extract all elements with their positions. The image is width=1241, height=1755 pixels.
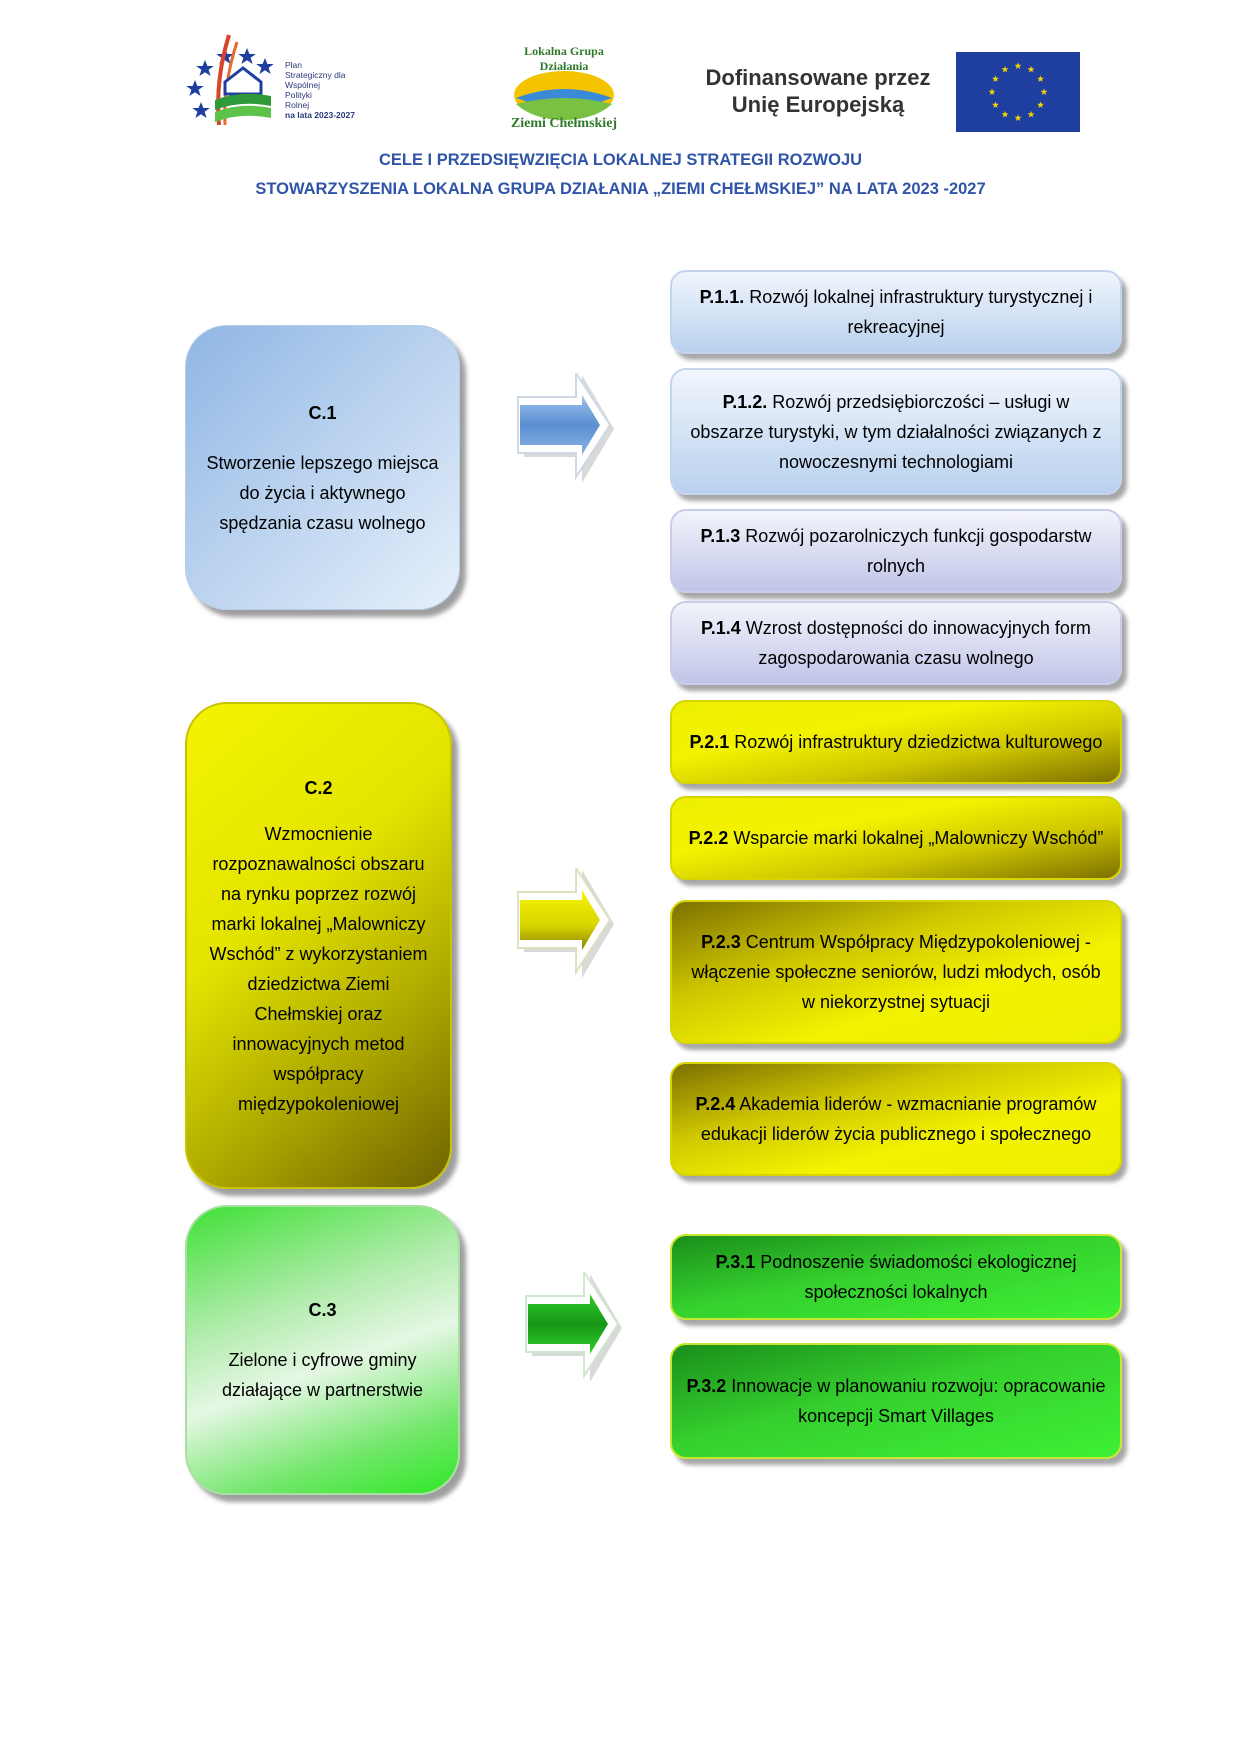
psp-line: Strategiczny dla [285,70,346,80]
psp-emblem-icon [186,34,274,126]
project-text: P.3.2 Innowacje w planowaniu rozwoju: op… [686,1371,1106,1431]
lgd-bottom-text: Ziemi Chełmskiej [510,116,618,131]
project-p11: P.1.1. Rozwój lokalnej infrastruktury tu… [670,270,1122,354]
project-description: Akademia liderów - wzmacnianie programów… [700,1094,1097,1144]
eu-star-icon [992,75,999,82]
eu-star-icon [1040,88,1048,95]
eu-star-icon [1037,75,1044,82]
project-p22: P.2.2 Wsparcie marki lokalnej „Malownicz… [670,796,1122,880]
psp-line: Rolnej [285,100,310,110]
project-code: P.1.1. [699,287,745,307]
eu-star-icon [992,101,999,108]
eu-star-icon [1001,65,1009,73]
page-title-line-1: CELE I PRZEDSIĘWZIĘCIA LOKALNEJ STRATEGI… [378,151,863,169]
lgd-emblem-icon [514,71,614,120]
eu-star-icon [1027,65,1035,73]
project-description: Centrum Współpracy Międzypokoleniowej - … [691,932,1101,1012]
eu-star-icon [988,88,996,95]
project-text: P.2.3 Centrum Współpracy Międzypokolenio… [686,927,1106,1017]
project-text: P.1.3 Rozwój pozarolniczych funkcji gosp… [686,521,1106,581]
project-p12: P.1.2. Rozwój przedsiębiorczości – usług… [670,368,1122,495]
project-code: P.1.3 [700,526,741,546]
goal-code: C.2 [304,777,333,798]
psp-logo-text: Plan Strategiczny dla Wspólnej Polityki … [285,60,385,120]
project-p31: P.3.1 Podnoszenie świadomości ekologiczn… [670,1234,1122,1320]
goal-c2: C.2 Wzmocnienie rozpoznawalności obszaru… [185,702,452,1189]
project-code: P.2.3 [701,932,741,952]
lgd-logo: Lokalna Grupa Działania Ziemi Chełmskiej [494,40,634,135]
eu-star-icon [1014,62,1022,69]
project-text: P.2.1 Rozwój infrastruktury dziedzictwa … [690,727,1103,757]
project-text: P.1.2. Rozwój przedsiębiorczości – usług… [686,387,1106,477]
project-p21: P.2.1 Rozwój infrastruktury dziedzictwa … [670,700,1122,784]
eu-star-icon [1014,114,1022,121]
eu-star-icon [1037,101,1044,108]
lgd-arc-text: Lokalna Grupa Działania [524,44,604,73]
project-p23: P.2.3 Centrum Współpracy Międzypokolenio… [670,900,1122,1044]
project-description: Rozwój pozarolniczych funkcji gospodarst… [745,526,1092,576]
project-p14: P.1.4 Wzrost dostępności do innowacyjnyc… [670,601,1122,685]
project-description: Wzrost dostępności do innowacyjnych form… [745,618,1091,668]
project-text: P.1.1. Rozwój lokalnej infrastruktury tu… [686,282,1106,342]
project-text: P.2.2 Wsparcie marki lokalnej „Malownicz… [689,823,1104,853]
psp-line: Plan [285,60,303,70]
psp-logo: Plan Strategiczny dla Wspólnej Polityki … [185,30,385,130]
goal-text: Stworzenie lepszego miejsca do życia i a… [206,452,439,533]
project-description: Podnoszenie świadomości ekologicznej spo… [760,1252,1077,1302]
goal-text: Wzmocnienie rozpoznawalności obszaru na … [209,823,428,1114]
goal-text: Zielone i cyfrowe gminy działające w par… [221,1350,424,1400]
project-p24: P.2.4 Akademia liderów - wzmacnianie pro… [670,1062,1122,1176]
goal-code: C.3 [308,1300,337,1320]
goal-c1: C.1 Stworzenie lepszego miejsca do życia… [185,325,460,610]
arrow-right-icon [517,373,614,483]
project-code: P.2.2 [688,828,729,848]
project-code: P.3.2 [686,1376,727,1396]
project-description: Rozwój przedsiębiorczości – usługi w obs… [690,391,1102,472]
project-code: P.3.1 [715,1252,756,1272]
project-code: P.1.2. [722,391,768,412]
project-text: P.2.4 Akademia liderów - wzmacnianie pro… [686,1089,1106,1149]
psp-line: na lata 2023-2027 [285,110,355,120]
project-description: Rozwój lokalnej infrastruktury turystycz… [749,287,1093,337]
eu-line-1: Dofinansowane przez [705,65,931,90]
eu-star-icon [1001,110,1009,118]
goal-code: C.1 [308,402,337,423]
eu-logo: Dofinansowane przez Unię Europejską [700,52,1090,134]
page-title-line-2: STOWARZYSZENIA LOKALNA GRUPA DZIAŁANIA „… [255,180,986,198]
project-p32: P.3.2 Innowacje w planowaniu rozwoju: op… [670,1343,1122,1459]
psp-line: Polityki [285,90,312,100]
eu-flag-icon [956,52,1080,132]
project-description: Rozwój infrastruktury dziedzictwa kultur… [734,732,1103,752]
project-description: Innowacje w planowaniu rozwoju: opracowa… [731,1376,1106,1426]
project-p13: P.1.3 Rozwój pozarolniczych funkcji gosp… [670,509,1122,593]
project-text: P.3.1 Podnoszenie świadomości ekologiczn… [686,1247,1106,1307]
eu-line-2: Unię Europejską [731,92,905,117]
psp-line: Wspólnej [285,80,320,90]
eu-star-icon [1027,110,1035,118]
project-code: P.1.4 [701,618,741,638]
project-description: Wsparcie marki lokalnej „Malowniczy Wsch… [733,828,1104,848]
eu-logo-text: Dofinansowane przez Unię Europejską [700,64,936,118]
arrow-right-icon [525,1272,622,1382]
project-code: P.2.4 [695,1094,736,1114]
project-text: P.1.4 Wzrost dostępności do innowacyjnyc… [686,613,1106,673]
arrow-right-icon [517,868,614,978]
project-code: P.2.1 [689,732,730,752]
goal-c3: C.3 Zielone i cyfrowe gminy działające w… [185,1205,460,1495]
